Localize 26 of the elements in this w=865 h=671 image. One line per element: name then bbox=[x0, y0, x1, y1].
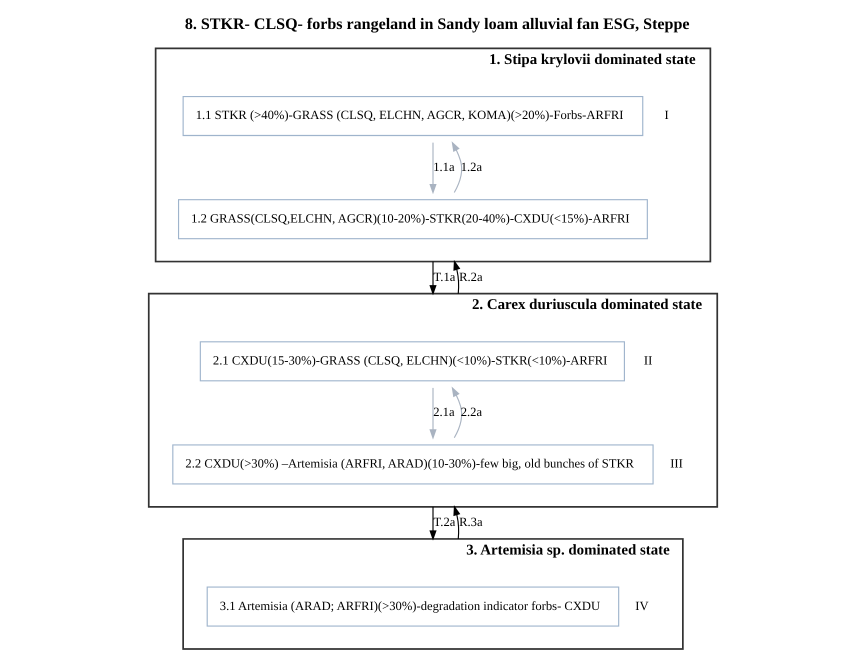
edge-label: 1.1a bbox=[432, 160, 454, 174]
arrow bbox=[428, 388, 436, 440]
arrow bbox=[451, 386, 462, 438]
node-box: 1.2 GRASS(CLSQ,ELCHN, AGCR)(10-20%)-STKR(20-40%)-CXDU(<15%)-ARFRI bbox=[177, 199, 648, 240]
node-box: 2.2 CXDU(>30%) –Artemisia (ARFRI, ARAD)(10-30%)-few big, old bunches of STKR bbox=[172, 444, 654, 484]
edge-label: T.2a bbox=[433, 515, 455, 530]
node-box: 1.1 STKR (>40%)-GRASS (CLSQ, ELCHN, AGCR, KOMA)(>20%)-Forbs-ARFRI bbox=[182, 96, 643, 136]
edge-label: 2.1a bbox=[432, 405, 454, 420]
arrow bbox=[452, 505, 460, 539]
arrow bbox=[451, 141, 462, 193]
node-label: II bbox=[643, 354, 652, 368]
edge-label: R.2a bbox=[458, 270, 482, 284]
arrow bbox=[428, 506, 436, 541]
arrow bbox=[428, 142, 436, 194]
arrow bbox=[452, 260, 460, 294]
edge-label: T.1a bbox=[433, 270, 455, 284]
diagram-title: 8. STKR- CLSQ- forbs rangeland in Sandy loam alluvial fan ESG, Steppe bbox=[184, 16, 689, 34]
node-label: I bbox=[664, 108, 668, 122]
edge-label: 1.2a bbox=[460, 160, 482, 174]
node-label: IV bbox=[634, 598, 648, 613]
edge-label: 2.2a bbox=[460, 405, 482, 420]
node-box: 2.1 CXDU(15-30%)-GRASS (CLSQ, ELCHN)(<10%)-STKR(<10%)-ARFRI bbox=[199, 341, 624, 382]
node-label: III bbox=[670, 456, 682, 471]
arrow bbox=[428, 262, 436, 296]
edge-label: R.3a bbox=[458, 515, 482, 530]
node-box: 3.1 Artemisia (ARAD; ARFRI)(>30%)-degradation indicator forbs- CXDU bbox=[206, 586, 619, 627]
